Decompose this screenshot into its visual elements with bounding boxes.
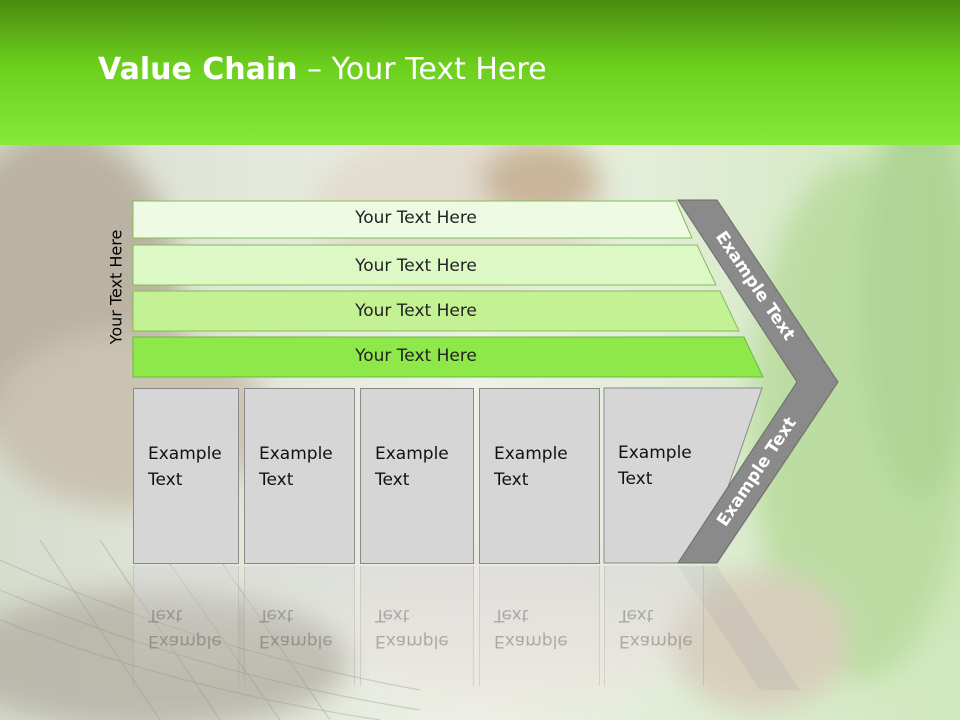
box-label-5: Example Text xyxy=(618,443,692,489)
activity-box-5: Example Text xyxy=(604,388,704,564)
box-reflection-4: Example Text xyxy=(479,566,600,686)
row-label-2: Your Text Here xyxy=(355,256,477,276)
box-reflection-label-5: Example Text xyxy=(619,605,693,651)
box-reflection-3: Example Text xyxy=(360,566,474,686)
box-reflection-1: Example Text xyxy=(133,566,239,686)
box-reflection-5: Example Text xyxy=(604,566,704,686)
box-reflection-label-4: Example Text xyxy=(494,605,568,651)
chevron-reflection xyxy=(678,566,800,690)
box-reflection-2: Example Text xyxy=(244,566,355,686)
box-label-3: Example Text xyxy=(375,444,449,490)
box-reflection-label-1: Example Text xyxy=(148,605,222,651)
title-bold: Value Chain xyxy=(98,52,298,87)
row-bar-1 xyxy=(132,200,693,239)
row-bar-4 xyxy=(132,336,764,378)
row-label-3: Your Text Here xyxy=(355,301,477,321)
activity-box-1: Example Text xyxy=(133,388,239,564)
box-label-4: Example Text xyxy=(494,444,568,490)
activity-box-4: Example Text xyxy=(479,388,600,564)
row-label-4: Your Text Here xyxy=(355,346,477,366)
box-reflection-label-2: Example Text xyxy=(259,605,333,651)
box-label-1: Example Text xyxy=(148,444,222,490)
row-bar-2 xyxy=(132,244,717,286)
row-label-1: Your Text Here xyxy=(355,208,477,228)
chevron-arrow xyxy=(677,199,839,564)
box-reflection-label-3: Example Text xyxy=(375,605,449,651)
box-label-2: Example Text xyxy=(259,444,333,490)
header-bar xyxy=(0,0,960,145)
activity-box-3: Example Text xyxy=(360,388,474,564)
activity-box-2: Example Text xyxy=(244,388,355,564)
title-rest: – Your Text Here xyxy=(297,52,547,87)
row-bar-3 xyxy=(132,290,740,332)
page-title: Value Chain – Your Text Here xyxy=(98,52,547,87)
